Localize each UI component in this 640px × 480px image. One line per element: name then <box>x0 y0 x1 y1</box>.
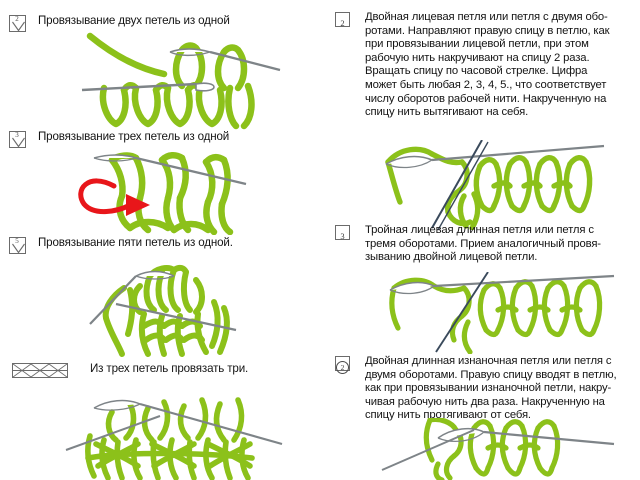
three-from-one-stitch-diagram <box>78 150 298 235</box>
symbol-slot: 3 <box>330 224 365 241</box>
knitting-needle <box>65 399 283 451</box>
chevron-down-icon <box>11 137 25 148</box>
knitting-needle-upper <box>169 48 281 72</box>
entry-double-knit-stitch: 2 Двойная лицевая петля или петля с двум… <box>330 11 640 120</box>
box-3-plain-icon: 3 <box>335 225 350 241</box>
symbol-slot: 2 <box>330 355 365 374</box>
entry-label: Провязывание двух петель из одной <box>38 14 230 27</box>
box-2-circled-icon: 2 <box>335 356 350 374</box>
symbol-number: 2 <box>340 18 345 28</box>
symbol-number: 3 <box>15 131 19 139</box>
symbol-slot: 5 <box>0 236 34 254</box>
entry-description: Двойная длинная изнаночная петля или пет… <box>365 355 617 422</box>
knitting-needle-upper <box>385 144 605 169</box>
knitting-needle-diagonal <box>435 272 489 353</box>
entry-label: Провязывание пяти петель из одной. <box>38 236 233 249</box>
knitting-needle-lower <box>81 82 215 92</box>
three-from-three-stitch-diagram <box>60 392 290 480</box>
symbol-slot: 2 <box>330 11 365 28</box>
knitting-needle-diagonal <box>431 140 489 230</box>
knitting-needle-lower <box>381 429 475 471</box>
symbol-number: 5 <box>15 237 19 245</box>
two-from-one-stitch-diagram <box>78 28 298 133</box>
triple-knit-stitch-diagram <box>372 272 628 354</box>
left-column: 2 Провязывание двух петель из одной <box>0 14 330 480</box>
symbol-slot: 3 <box>0 130 34 148</box>
symbol-slot <box>0 362 90 378</box>
entry-two-from-one: 2 Провязывание двух петель из одной <box>0 14 330 32</box>
chevron-down-icon <box>11 21 25 32</box>
entry-description: Двойная лицевая петля или петля с двумя … <box>365 11 610 119</box>
box-2-plain-icon: 2 <box>335 12 350 28</box>
chevron-down-icon <box>11 243 25 254</box>
wide-box-crossed-three-cells-icon <box>12 363 68 378</box>
knitting-needle-b <box>115 302 237 332</box>
double-purl-stitch-diagram <box>378 418 628 480</box>
symbol-slot: 2 <box>0 14 34 32</box>
box-5-with-chevron-icon: 5 <box>8 237 26 254</box>
entry-header: Из трех петель провязать три. <box>0 362 330 378</box>
entry-triple-knit-stitch: 3 Тройная лицевая длинная петля или петл… <box>330 224 640 265</box>
five-from-one-stitch-diagram <box>84 258 294 358</box>
entry-header: 3 Тройная лицевая длинная петля или петл… <box>330 224 640 265</box>
entry-three-from-one: 3 Провязывание трех петель из одной <box>0 130 330 148</box>
double-knit-stitch-diagram <box>374 140 626 230</box>
crossed-cells-icon <box>12 363 68 378</box>
entry-header: 2 Двойная лицевая петля или петля с двум… <box>330 11 640 120</box>
knitting-needle-upper <box>389 274 615 295</box>
entry-header: 5 Провязывание пяти петель из одной. <box>0 236 330 254</box>
right-column: 2 Двойная лицевая петля или петля с двум… <box>330 0 640 480</box>
knitting-needle-upper <box>437 427 615 446</box>
entry-header: 2 Двойная длинная изнаночная петля или п… <box>330 355 640 423</box>
entry-three-from-three: Из трех петель провязать три. <box>0 362 330 378</box>
entry-five-from-one: 5 Провязывание пяти петель из одной. <box>0 236 330 254</box>
knitting-needle-a <box>89 270 175 325</box>
knitting-needle <box>93 154 247 186</box>
symbol-number: 3 <box>340 231 345 241</box>
box-3-with-chevron-icon: 3 <box>8 131 26 148</box>
entry-header: 3 Провязывание трех петель из одной <box>0 130 330 148</box>
symbol-number: 2 <box>15 15 19 23</box>
entry-header: 2 Провязывание двух петель из одной <box>0 14 330 32</box>
entry-double-purl-stitch: 2 Двойная длинная изнаночная петля или п… <box>330 355 640 423</box>
symbol-number: 2 <box>336 361 349 374</box>
entry-description: Тройная лицевая длинная петля или петля … <box>365 224 601 264</box>
box-2-with-chevron-icon: 2 <box>8 15 26 32</box>
direction-arrow-icon <box>78 178 150 216</box>
entry-label: Провязывание трех петель из одной <box>38 130 230 143</box>
entry-label: Из трех петель провязать три. <box>90 362 249 375</box>
